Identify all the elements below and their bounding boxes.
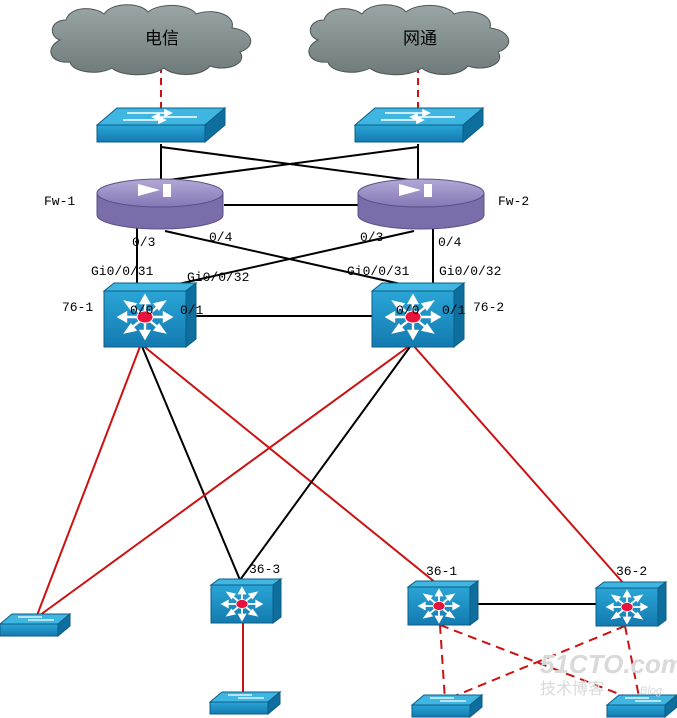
access-36-3-label: 36-3: [249, 562, 280, 577]
core1-label: 76-1: [62, 300, 93, 315]
fw2-port-0-3: 0/3: [360, 230, 383, 245]
link-core2-a2: [411, 343, 626, 586]
access-36-2-label: 36-2: [616, 564, 647, 579]
core1-port-0-1: 0/1: [180, 303, 204, 318]
link-core2-a3: [239, 343, 413, 581]
edge-switch-bottom-right: [605, 694, 677, 718]
access-switch-36-1: [406, 580, 480, 626]
link-sw2-fw1: [160, 146, 419, 182]
core1-port-gi31: Gi0/0/31: [91, 264, 154, 279]
fw2-port-0-4: 0/4: [438, 235, 462, 250]
watermark-site: 51CTO.com: [540, 649, 677, 679]
cloud-netcom: 网通: [308, 4, 510, 76]
link-a2-edge-right: [624, 625, 641, 703]
access-switch-36-3: [209, 578, 283, 624]
fw1-port-0-4: 0/4: [209, 230, 233, 245]
core2-port-gi31: Gi0/0/31: [347, 264, 410, 279]
link-core1-a1: [140, 343, 437, 584]
link-core2-edge-left: [35, 343, 413, 619]
cloud-netcom-label: 网通: [403, 29, 437, 49]
fw1-label: Fw-1: [44, 194, 75, 209]
watermark-sub: 技术博客: [540, 680, 604, 698]
core2-port-0-1: 0/1: [442, 303, 466, 318]
watermark-tag: Blog: [640, 685, 663, 697]
core2-label: 76-2: [473, 300, 504, 315]
edge-switch-top-left: [95, 106, 227, 144]
watermark: 51CTO.com 技术博客 Blog: [540, 649, 677, 698]
edge-switch-bottom-left: [0, 612, 72, 638]
edge-switch-top-right: [353, 106, 485, 144]
core2-port-gi32: Gi0/0/32: [439, 264, 501, 279]
core-switch-76-1: [102, 281, 198, 349]
link-core1-edge-left: [35, 343, 142, 619]
cloud-telecom: 电信: [50, 4, 252, 76]
core-switch-76-2: [370, 281, 466, 349]
link-a2-edge-mid: [444, 625, 626, 701]
firewall-fw1: [96, 178, 224, 230]
core1-port-gi32: Gi0/0/32: [187, 270, 249, 285]
core1-port-0-0: 0/0: [130, 303, 153, 318]
link-core1-a3: [140, 343, 241, 581]
firewall-fw2: [357, 178, 485, 230]
link-a1-edge-mid: [439, 624, 446, 701]
link-a1-edge-right: [439, 624, 641, 703]
core2-port-0-0: 0/0: [396, 303, 419, 318]
fw2-label: Fw-2: [498, 194, 529, 209]
link-fw2-core1: [164, 230, 415, 288]
fw1-port-0-3: 0/3: [132, 235, 155, 250]
cloud-telecom-label: 电信: [145, 29, 179, 49]
access-switch-36-2: [594, 581, 668, 627]
edge-switch-bottom-mid: [410, 693, 484, 718]
edge-switch-bottom-center: [208, 690, 282, 716]
access-36-1-label: 36-1: [426, 564, 457, 579]
